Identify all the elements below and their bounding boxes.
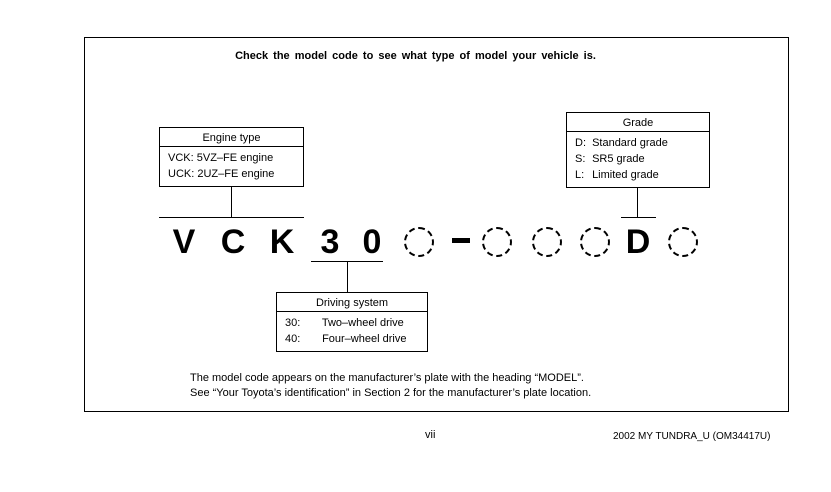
grade-desc: SR5 grade [592,153,645,165]
note-line: The model code appears on the manufactur… [190,372,584,384]
note-text: The model code appears on the manufactur… [190,371,591,401]
grade-box: Grade D: Standard grade S: SR5 grade L: … [566,112,710,188]
grade-row: S: SR5 grade [575,151,701,167]
engine-type-title: Engine type [160,128,303,147]
model-code-letter: 3 [320,223,340,261]
driving-desc: Two–wheel drive [321,317,404,329]
driving-code: 40: [285,333,301,345]
placeholder-circle-icon [482,227,512,257]
model-code-letter: C [220,223,246,261]
model-code-hyphen [452,238,470,243]
engine-code: UCK: [168,168,195,180]
engine-connector-line [231,187,232,218]
grade-code: S: [575,153,586,165]
content-frame [84,37,789,412]
engine-row: VCK: 5VZ–FE engine [168,150,295,166]
grade-connector-line [637,188,638,218]
driving-system-box: Driving system 30: Two–wheel drive 40: F… [276,292,428,352]
driving-row: 40: Four–wheel drive [285,331,419,347]
engine-type-box: Engine type VCK: 5VZ–FE engine UCK: 2UZ–… [159,127,304,187]
driving-code: 30: [285,317,301,329]
grade-underline [621,217,656,218]
model-code-grade-letter: D [625,223,651,261]
grade-code: D: [575,137,586,149]
model-code-letter: 0 [362,223,382,261]
driving-connector-line [347,261,348,292]
grade-row: L: Limited grade [575,167,701,183]
driving-system-title: Driving system [277,293,427,312]
grade-title: Grade [567,113,709,132]
document-code: 2002 MY TUNDRA_U (OM34417U) [613,431,771,442]
placeholder-circle-icon [404,227,434,257]
grade-desc: Standard grade [592,137,668,149]
grade-desc: Limited grade [592,169,659,181]
model-code-letter: V [172,223,196,261]
page-heading: Check the model code to see what type of… [235,50,596,62]
placeholder-circle-icon [580,227,610,257]
driving-desc: Four–wheel drive [322,333,407,345]
engine-code: VCK: [168,152,194,164]
page-number: vii [425,429,436,441]
engine-desc: 5VZ–FE engine [196,152,274,164]
placeholder-circle-icon [668,227,698,257]
grade-row: D: Standard grade [575,135,701,151]
model-code-letter: K [269,223,295,261]
placeholder-circle-icon [532,227,562,257]
engine-row: UCK: 2UZ–FE engine [168,166,295,182]
engine-desc: 2UZ–FE engine [197,168,275,180]
note-line: See “Your Toyota’s identification” in Se… [190,387,592,399]
driving-row: 30: Two–wheel drive [285,315,419,331]
engine-underline [159,217,304,218]
grade-code: L: [575,169,585,181]
